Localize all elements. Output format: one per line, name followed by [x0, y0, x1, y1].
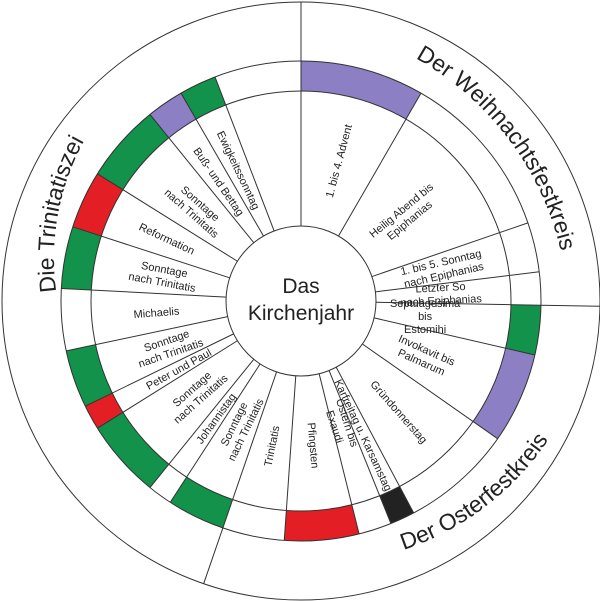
- color-band-segment: [97, 412, 169, 488]
- segment-divider: [318, 373, 360, 534]
- color-band-segment: [473, 348, 535, 439]
- color-band-segment: [379, 486, 414, 524]
- color-band-inner-edge: [90, 90, 512, 512]
- segment-label: Sonntagenach Trinitatis: [127, 258, 199, 295]
- segment-divider: [371, 222, 529, 278]
- segment-divider: [375, 301, 541, 306]
- liturgical-color-band: [61, 61, 541, 541]
- circle-title-oster: Der Osterfestkreis: [396, 427, 552, 554]
- segment-divider: [85, 333, 234, 407]
- center-circle: [225, 225, 377, 377]
- segment-label: Invokavit bisPalmarum: [391, 333, 457, 381]
- color-band-segment: [149, 93, 196, 138]
- color-band-segment: [284, 504, 360, 541]
- color-band-segment: [66, 344, 113, 407]
- color-band-segment: [505, 304, 541, 355]
- segment-divider: [72, 226, 230, 279]
- segment-divider: [169, 363, 261, 503]
- color-band-segment: [72, 173, 123, 237]
- segment-divider: [149, 114, 255, 244]
- segment-divider: [375, 271, 540, 293]
- segment-label: 1. bis 4. Advent: [324, 123, 355, 199]
- segment-divider: [338, 92, 422, 237]
- segment-divider: [97, 340, 238, 429]
- segment-label: Pfingsten: [305, 422, 321, 469]
- segment-divider: [222, 371, 278, 529]
- segment-divider: [61, 287, 227, 298]
- color-band-segment: [301, 61, 421, 120]
- festival-circle-divider: [203, 527, 224, 584]
- segment-label: Heilig Abend bisEpiphanias: [367, 181, 444, 251]
- segment-divider: [66, 316, 228, 352]
- segment-label: Letzter Sonach Epiphanias: [400, 280, 483, 309]
- segment-label: Michaelis: [133, 306, 180, 322]
- color-band-segment: [170, 477, 233, 528]
- segment-divider: [283, 375, 297, 541]
- circle-title-weihnacht: Der Weihnachtsfestkreis: [413, 40, 581, 253]
- color-band-outer-edge: [60, 60, 542, 542]
- segment-label: Gründonnerstag: [368, 379, 430, 446]
- segment-label: Trinitatis: [262, 424, 282, 467]
- segment-divider: [214, 76, 275, 232]
- segment-divider: [180, 92, 264, 237]
- color-band-segment: [97, 114, 169, 190]
- festival-circle-divider: [540, 304, 600, 307]
- segment-dividers: [61, 2, 600, 584]
- segment-divider: [335, 366, 415, 514]
- segment-divider: [362, 343, 498, 440]
- segment-divider: [373, 317, 535, 356]
- center-title-line2: Kirchenjahr: [248, 302, 354, 325]
- segment-divider: [97, 173, 238, 262]
- segment-divider: [149, 358, 255, 488]
- segment-divider: [328, 370, 392, 524]
- color-band-segment: [61, 226, 102, 291]
- center-title-line1: Das: [282, 275, 319, 298]
- segment-label: Reformation: [137, 221, 196, 257]
